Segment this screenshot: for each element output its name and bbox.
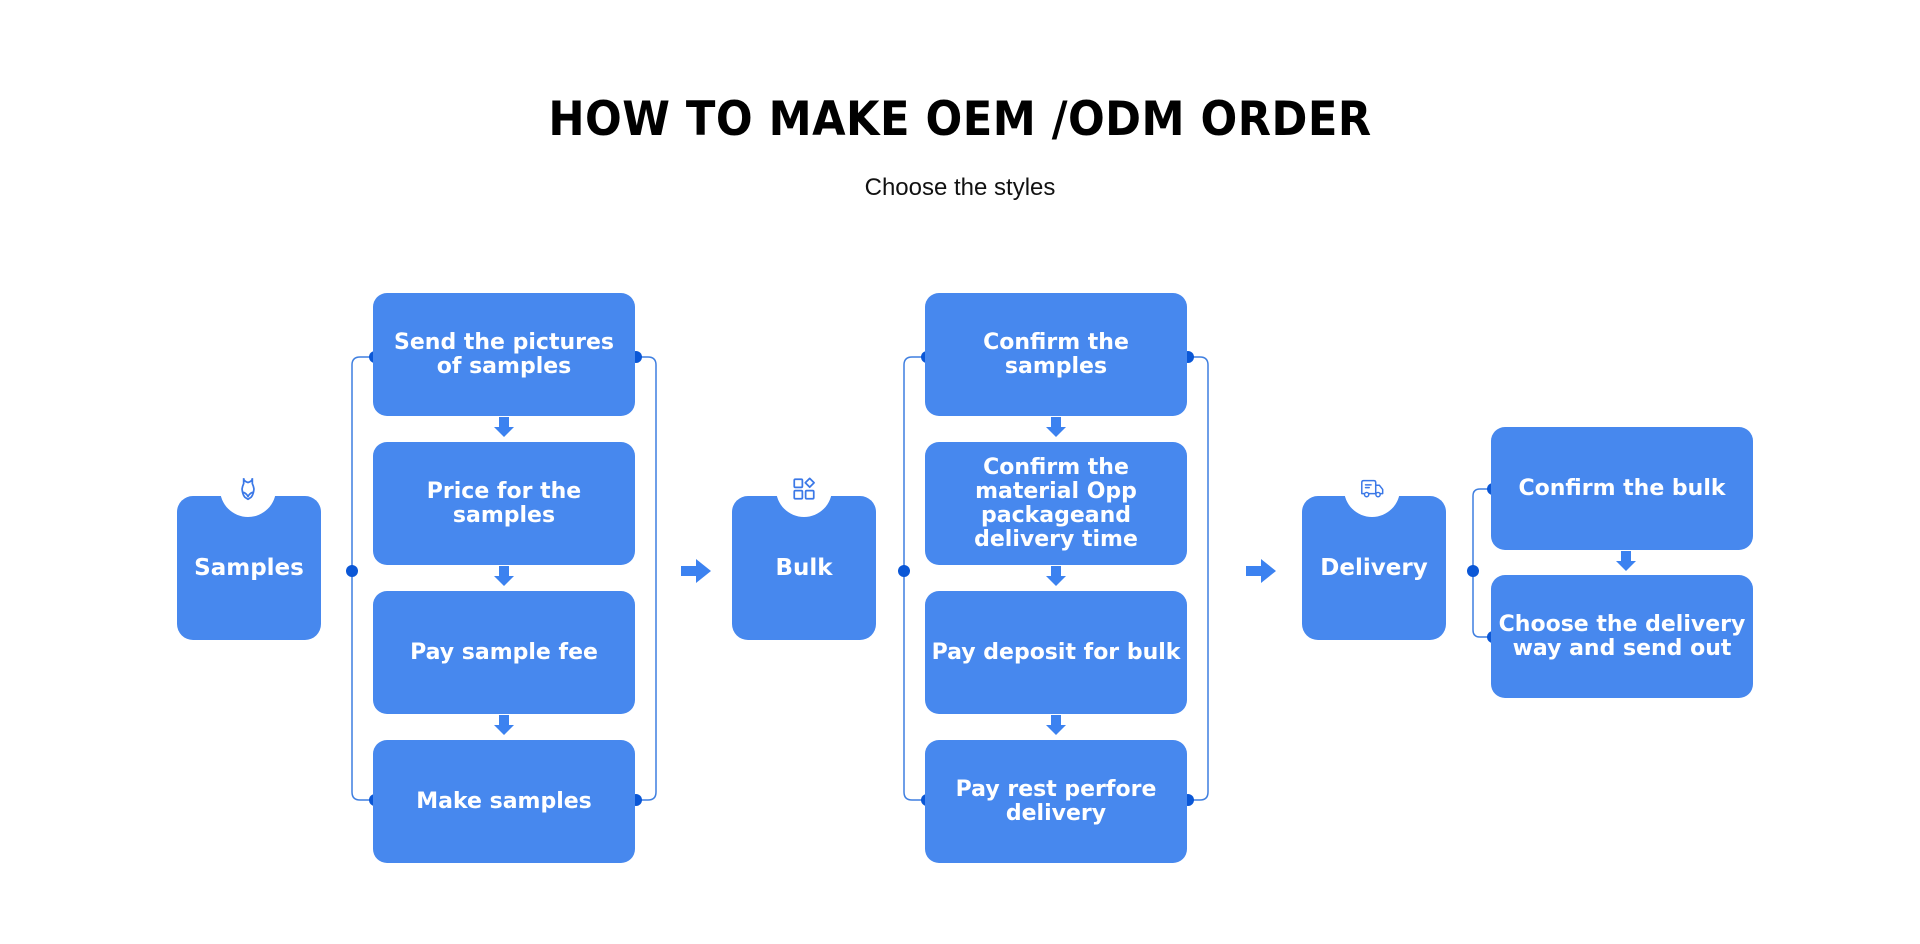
step-label: Confirm the bulk xyxy=(1518,475,1726,501)
connector-dot xyxy=(1467,565,1479,577)
stage-bulk: Bulk xyxy=(732,496,876,640)
arrow-down-icon xyxy=(1046,566,1066,586)
stage-samples: Samples xyxy=(177,496,321,640)
apps-grid-icon xyxy=(776,461,832,517)
step-label: Pay deposit for bulk xyxy=(931,639,1181,665)
arrow-down-icon xyxy=(494,417,514,437)
arrow-down-icon xyxy=(1616,551,1636,571)
stage-delivery: Delivery xyxy=(1302,496,1446,640)
truck-icon xyxy=(1344,461,1400,517)
step-confirm-bulk: Confirm the bulk xyxy=(1491,427,1753,550)
arrow-down-icon xyxy=(494,715,514,735)
step-confirm-samples: Confirm the samples xyxy=(925,293,1187,416)
bracket-delivery xyxy=(1472,488,1491,638)
step-label: Confirm the material Opp packageand deli… xyxy=(974,454,1138,552)
step-label: Pay sample fee xyxy=(410,639,598,665)
arrow-right-icon xyxy=(1246,559,1276,583)
step-confirm-material: Confirm the material Opp packageand deli… xyxy=(925,442,1187,565)
arrow-down-icon xyxy=(1046,417,1066,437)
step-pay-sample-fee: Pay sample fee xyxy=(373,591,635,714)
stage-label: Delivery xyxy=(1320,555,1428,581)
page-title: HOW TO MAKE OEM /ODM ORDER xyxy=(548,92,1372,147)
stage-label: Bulk xyxy=(775,555,833,581)
connector-dot xyxy=(898,565,910,577)
bracket-bulk xyxy=(903,356,1209,801)
arrow-down-icon xyxy=(1046,715,1066,735)
step-pay-deposit: Pay deposit for bulk xyxy=(925,591,1187,714)
step-pay-rest: Pay rest perfore delivery xyxy=(925,740,1187,863)
step-label: Pay rest perfore delivery xyxy=(955,776,1157,826)
step-make-samples: Make samples xyxy=(373,740,635,863)
step-label: Choose the delivery way and send out xyxy=(1498,611,1746,661)
step-send-pictures: Send the pictures of samples xyxy=(373,293,635,416)
step-label: Send the pictures of samples xyxy=(394,329,614,379)
swimsuit-icon xyxy=(220,461,276,517)
arrow-down-icon xyxy=(494,566,514,586)
page-subtitle: Choose the styles xyxy=(864,174,1056,201)
step-label: Confirm the samples xyxy=(983,329,1129,379)
step-label: Make samples xyxy=(416,788,592,814)
stage-label: Samples xyxy=(194,555,304,581)
step-price-samples: Price for the samples xyxy=(373,442,635,565)
step-choose-delivery: Choose the delivery way and send out xyxy=(1491,575,1753,698)
step-label: Price for the samples xyxy=(426,478,582,528)
bracket-samples xyxy=(351,356,657,801)
arrow-right-icon xyxy=(681,559,711,583)
connector-dot xyxy=(346,565,358,577)
